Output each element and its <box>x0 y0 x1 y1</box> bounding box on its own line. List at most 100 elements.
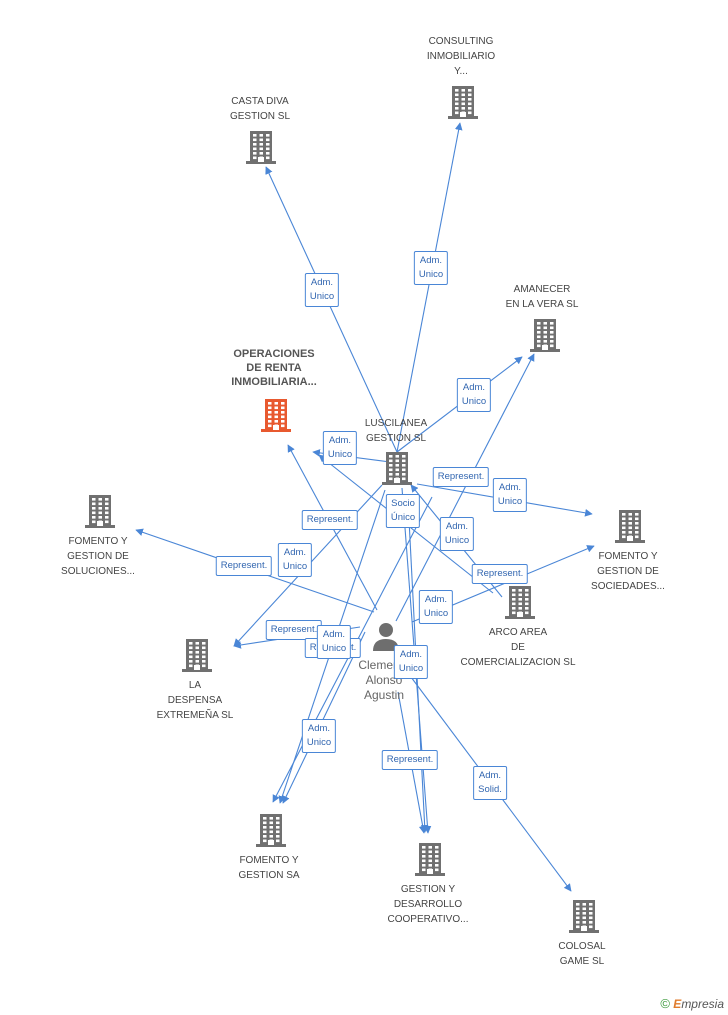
node-label-line: GESTION DE <box>67 551 129 562</box>
edge-label-line: Unico <box>444 535 470 546</box>
node-label-line: LA <box>188 680 202 691</box>
edge-label-clemente-to-fomento_sociedades[interactable]: Represent. <box>471 564 529 584</box>
edge-label-line: Unico <box>306 737 332 748</box>
edge-label-clemente-to-amanecer[interactable]: Represent. <box>432 467 490 487</box>
edge-label-line: Represent. <box>437 471 485 482</box>
node-label-colosal[interactable]: COLOSAL GAME SL <box>507 939 657 969</box>
node-label-line: COOPERATIVO... <box>387 914 469 925</box>
edge-label-line: Unico <box>309 291 335 302</box>
edge-label-line: Adm. <box>445 521 469 532</box>
node-label-la_despensa[interactable]: LA DESPENSA EXTREMEÑA SL <box>120 678 270 723</box>
node-label-fomento_sa[interactable]: FOMENTO Y GESTION SA <box>194 853 344 883</box>
edge-label-line: Adm. <box>424 594 448 605</box>
person-label-line: Agustin <box>363 688 405 702</box>
edge-label-line: Represent. <box>386 754 434 765</box>
node-label-line: GESTION SA <box>238 870 300 881</box>
building-icon-luscilanea[interactable] <box>382 452 412 485</box>
node-label-line: EN LA VERA SL <box>505 299 579 310</box>
node-label-line: DESPENSA <box>167 695 223 706</box>
node-label-line: GESTION Y <box>400 884 456 895</box>
edge-label-arco_area-to-gestion_desarrollo[interactable]: Adm. Unico <box>393 645 429 679</box>
node-label-line: LUSCILANEA <box>364 418 428 429</box>
edge-label-arco_area-to-fomento_sa[interactable]: Adm. Unico <box>316 625 352 659</box>
building-icon-fomento_soluciones[interactable] <box>85 495 115 528</box>
node-label-line: COMERCIALIZACION SL <box>460 657 576 668</box>
edge-label-line: Unico <box>461 396 487 407</box>
edge-label-clemente-to-operaciones[interactable]: Represent. <box>301 510 359 530</box>
building-icon-casta_diva[interactable] <box>246 131 276 164</box>
person-label-line: Alonso <box>365 673 403 687</box>
edge-label-luscilanea-to-la_despensa[interactable]: Adm.Unico <box>277 543 313 577</box>
edge-label-luscilanea-to-fomento_sociedades[interactable]: Adm.Unico <box>492 478 528 512</box>
building-icon-fomento_sa[interactable] <box>256 814 286 847</box>
node-label-line: INMOBILIARIA... <box>231 376 317 388</box>
building-icon-consulting[interactable] <box>448 86 478 119</box>
node-label-line: EXTREMEÑA SL <box>156 710 234 721</box>
edge-label-line: Represent. <box>306 514 354 525</box>
node-label-line: Y... <box>454 66 468 77</box>
edge-label-line: Represent. <box>220 560 268 571</box>
edge-label-line: Adm. <box>399 649 423 660</box>
node-label-line: FOMENTO Y <box>68 536 128 547</box>
edge-label-clemente-to-colosal[interactable]: Adm.Solid. <box>473 766 507 800</box>
building-icon-arco_area[interactable] <box>505 586 535 619</box>
building-icon-fomento_sociedades[interactable] <box>615 510 645 543</box>
edge-label-line: Unico <box>327 449 353 460</box>
edge-label-luscilanea-to-consulting[interactable]: Adm. Unico <box>413 251 449 285</box>
edge-label-luscilanea-to-casta_diva[interactable]: Adm.Unico <box>304 273 340 307</box>
edge-label-clemente-to-fomento_soluciones[interactable]: Represent. <box>215 556 273 576</box>
node-label-line: SOLUCIONES... <box>61 566 135 577</box>
node-label-line: DE RENTA <box>246 362 302 374</box>
edge-label-line: Adm. <box>328 435 352 446</box>
edge-label-line: Adm. <box>283 547 307 558</box>
edge-label-clemente-to-la_despensa[interactable]: Represent. <box>265 620 323 640</box>
edge-label-luscilanea-to-operaciones[interactable]: Adm. Unico <box>322 431 358 465</box>
edge-label-line: Adm. <box>322 629 346 640</box>
footer-brand: © Empresia <box>660 996 724 1011</box>
edge-label-line: Unico <box>423 608 449 619</box>
node-label-line: CONSULTING <box>428 36 494 47</box>
edge-label-arco_area-to-operaciones[interactable]: Adm. Unico <box>418 590 454 624</box>
node-label-line: FOMENTO Y <box>598 551 658 562</box>
edge-label-line: Solid. <box>478 784 502 795</box>
node-label-line: AMANECER <box>513 284 571 295</box>
building-icon-amanecer[interactable] <box>530 319 560 352</box>
node-label-line: FOMENTO Y <box>239 855 299 866</box>
edge-label-luscilanea-to-amanecer[interactable]: Adm.Unico <box>456 378 492 412</box>
person-icon[interactable] <box>373 623 399 651</box>
node-label-line: CASTA DIVA <box>231 96 289 107</box>
edge-label-line: Adm. <box>419 255 443 266</box>
edge-clemente-to-fomento_sa <box>282 631 366 804</box>
node-label-line: ARCO AREA <box>488 627 548 638</box>
edge-luscilanea-to-consulting <box>396 122 463 453</box>
edge-label-clemente-to-gestion_desarrollo[interactable]: Represent. <box>381 750 439 770</box>
edge-label-line: Unico <box>497 496 523 507</box>
brand-initial: E <box>673 997 682 1011</box>
building-icon-la_despensa[interactable] <box>182 639 212 672</box>
edge-luscilanea-to-casta_diva <box>265 166 398 453</box>
node-label-operaciones[interactable]: OPERACIONES DE RENTA INMOBILIARIA... <box>199 347 349 389</box>
edge-label-line: Unico <box>418 269 444 280</box>
building-icon-operaciones[interactable] <box>261 399 291 432</box>
edge-label-line: Unico <box>398 663 424 674</box>
node-label-fomento_soluciones[interactable]: FOMENTO Y GESTION DE SOLUCIONES... <box>23 534 173 579</box>
node-label-line: GAME SL <box>559 956 605 967</box>
node-label-line: COLOSAL <box>558 941 606 952</box>
building-icon-gestion_desarrollo[interactable] <box>415 843 445 876</box>
edge-label-line: Unico <box>321 643 347 654</box>
edge-label-arco_area-to-fomento_soluciones[interactable]: Adm. Unico <box>439 517 475 551</box>
edge-label-line: Adm. <box>307 723 331 734</box>
node-label-line: OPERACIONES <box>233 348 315 360</box>
building-icon-colosal[interactable] <box>569 900 599 933</box>
node-label-line: GESTION SL <box>229 111 290 122</box>
node-label-casta_diva[interactable]: CASTA DIVA GESTION SL <box>185 94 335 124</box>
edge-label-luscilanea-to-fomento_sa[interactable]: Adm. Unico <box>301 719 337 753</box>
node-label-amanecer[interactable]: AMANECER EN LA VERA SL <box>467 282 617 312</box>
